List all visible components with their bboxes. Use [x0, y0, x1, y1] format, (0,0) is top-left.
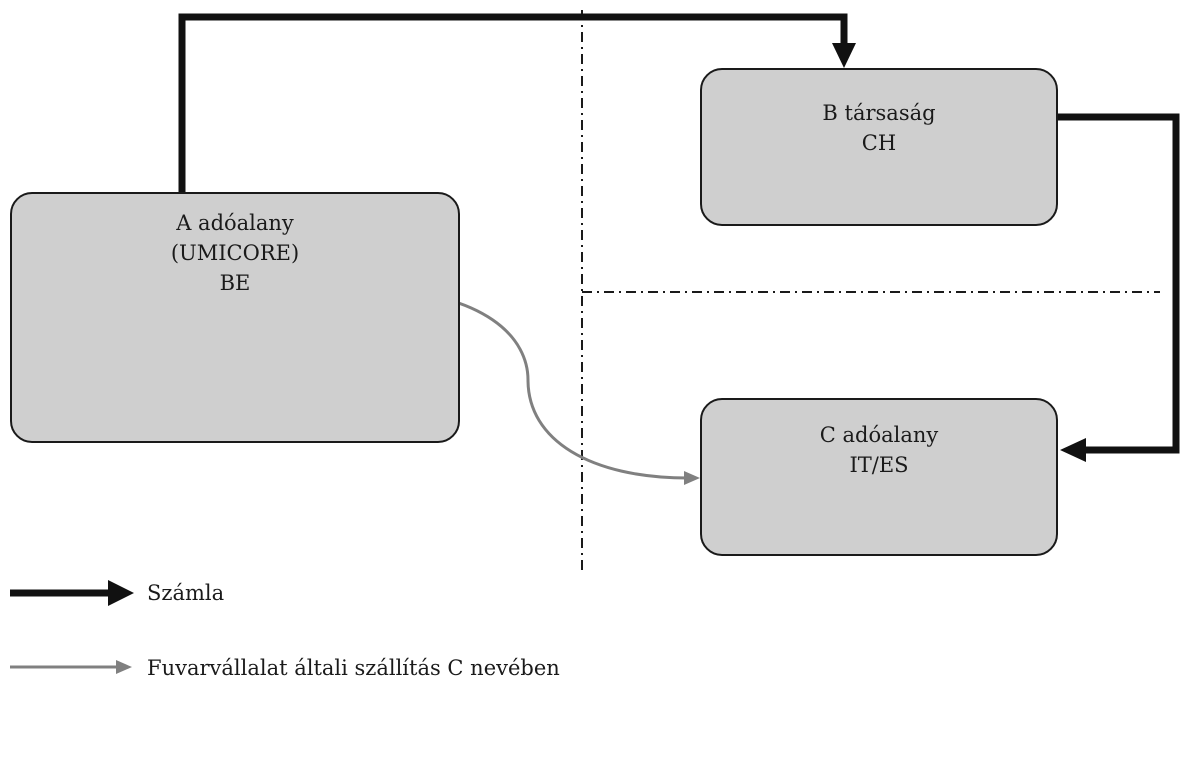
- legend-invoice-label: Számla: [147, 581, 225, 605]
- invoice-arrow-a-to-b: [178, 13, 848, 210]
- node-a-title: A adóalany: [176, 211, 294, 235]
- node-a-company: (UMICORE): [170, 241, 300, 265]
- invoice-arrowhead-b: [832, 43, 856, 68]
- invoice-arrowhead-c: [1060, 438, 1086, 462]
- legend-delivery-label: Fuvarvállalat általi szállítás C nevében: [147, 656, 560, 680]
- invoice-arrow-b-to-c: [1058, 113, 1180, 454]
- node-c-title: C adóalany: [819, 423, 939, 447]
- legend-invoice-arrowhead: [108, 580, 134, 606]
- node-b-title: B társaság: [822, 101, 936, 125]
- legend-delivery-arrowhead: [116, 660, 132, 674]
- node-c-taxpayer: C adóalany IT/ES: [700, 398, 1058, 556]
- node-b-company: B társaság CH: [700, 68, 1058, 226]
- node-a-country: BE: [219, 271, 251, 295]
- delivery-arrowhead-c: [684, 471, 700, 485]
- node-b-country: CH: [861, 131, 897, 155]
- node-c-country: IT/ES: [849, 453, 909, 477]
- node-a-umicore: A adóalany (UMICORE) BE: [10, 192, 460, 443]
